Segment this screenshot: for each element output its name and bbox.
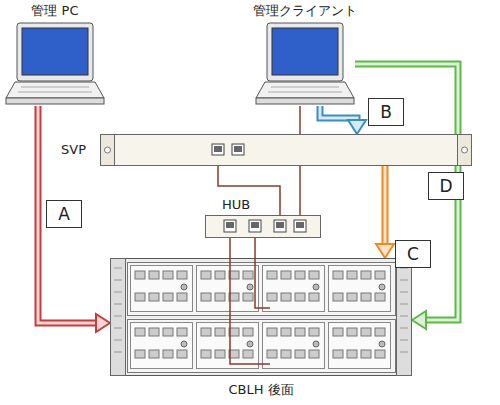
node-label: 管理 PC <box>31 3 78 19</box>
cable-line <box>255 238 256 258</box>
svp-unit <box>100 134 472 166</box>
connector-stroke <box>254 238 256 258</box>
node-label: CBLH 後面 <box>228 382 293 398</box>
edge-label: B <box>380 102 392 122</box>
connector-stroke <box>218 166 280 215</box>
edge-label: D <box>439 176 452 196</box>
connector-stroke <box>229 238 231 258</box>
node-label: SVP <box>61 142 86 158</box>
arrow-connector <box>38 106 110 332</box>
edge-label-box: C <box>395 240 431 268</box>
hub-unit <box>205 215 321 238</box>
laptop-icon <box>5 22 105 106</box>
cable-line <box>230 238 231 258</box>
laptop-node: 管理 PC <box>5 22 105 106</box>
arrow-head <box>376 244 394 258</box>
node-label: 管理クライアント <box>253 3 357 19</box>
connector-inner <box>320 106 357 120</box>
arrow-head <box>412 311 426 329</box>
edge-label-box: A <box>46 200 82 228</box>
node-label: HUB <box>222 197 250 213</box>
connector-inner <box>384 166 387 244</box>
connector-stroke <box>382 166 389 244</box>
arrow-connector <box>320 106 366 134</box>
laptop-icon <box>255 22 355 106</box>
arrow-head <box>96 314 110 332</box>
connector-stroke <box>320 106 357 120</box>
arrow-connector <box>376 166 394 258</box>
cblh-chassis <box>110 258 412 376</box>
laptop-node: 管理クライアント <box>255 22 355 106</box>
edge-label: A <box>58 204 70 224</box>
edge-label-box: B <box>368 98 404 126</box>
cable-line <box>218 166 280 215</box>
svp-node: SVP <box>100 134 472 166</box>
connector-stroke <box>38 106 96 323</box>
edge-label: C <box>407 244 419 264</box>
edge-label-box: D <box>428 172 464 200</box>
hub-node: HUB <box>205 215 321 238</box>
arrow-head <box>348 120 366 134</box>
connector-inner <box>38 106 96 323</box>
chassis-node: CBLH 後面 <box>110 258 412 376</box>
